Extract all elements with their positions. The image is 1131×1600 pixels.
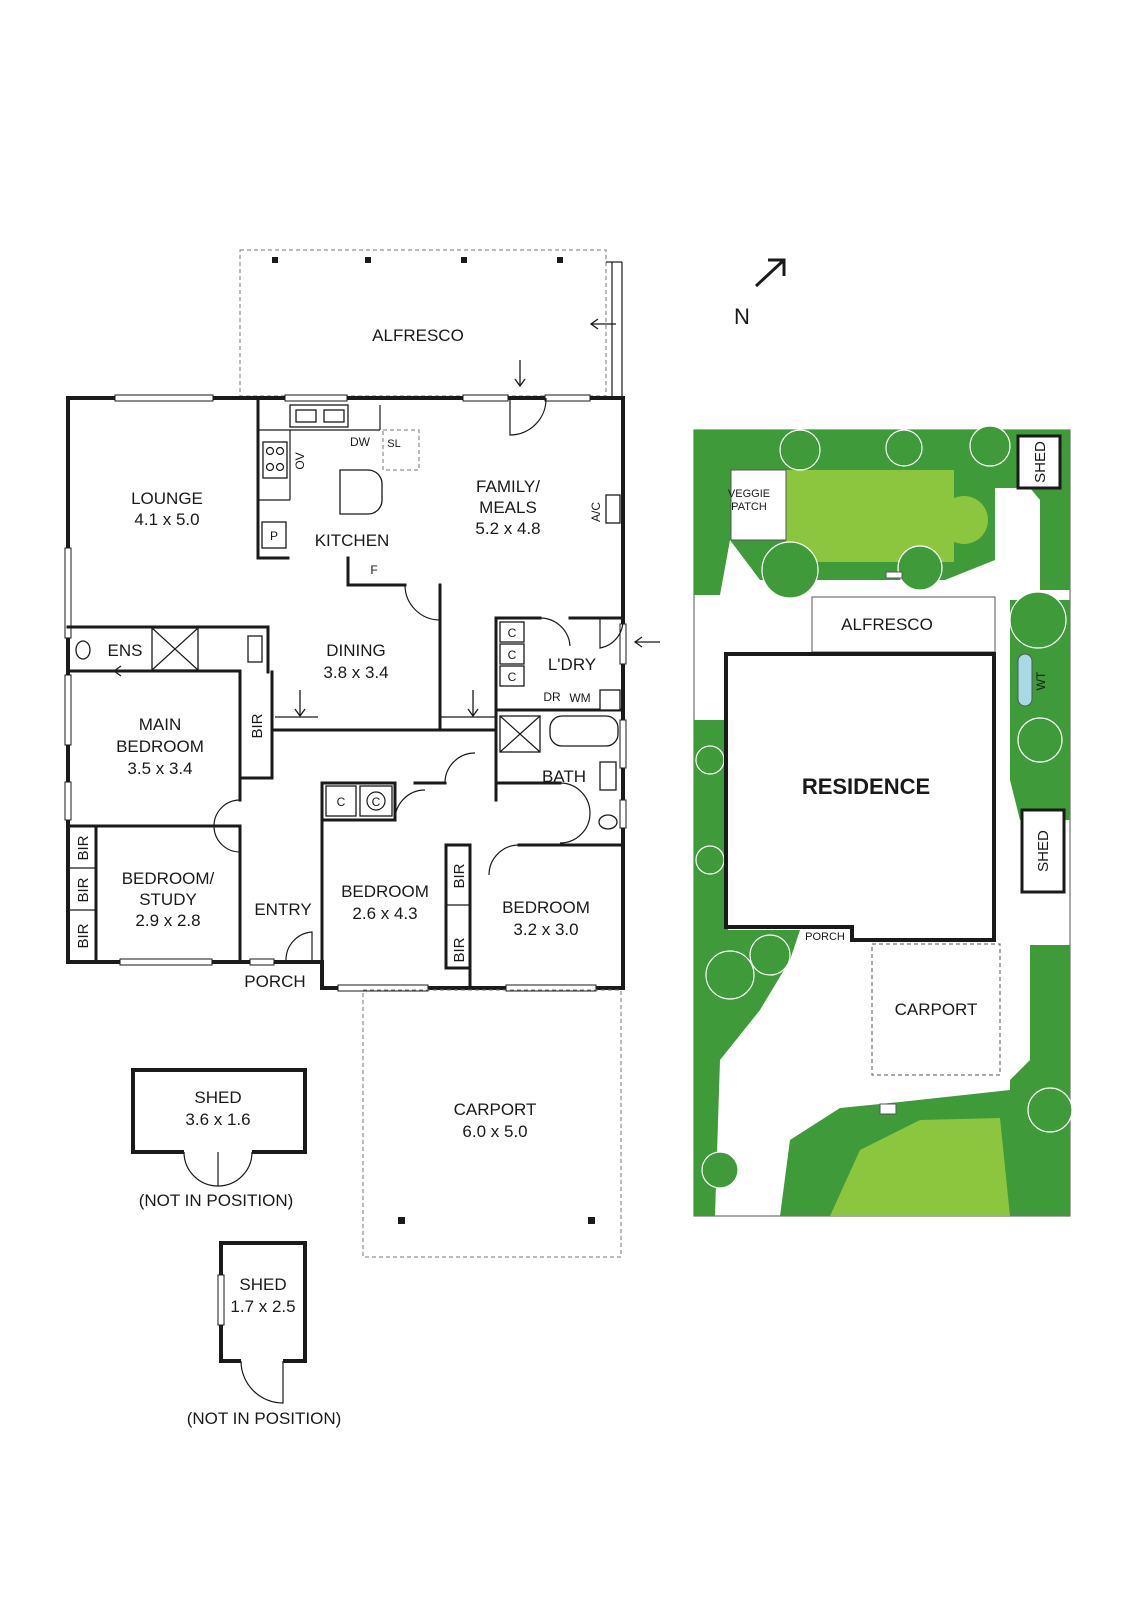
water-tank-label: WT [1034, 671, 1048, 690]
shed2-size: 1.7 x 2.5 [230, 1297, 295, 1316]
site-shed-side-label: SHED [1035, 830, 1052, 872]
shed1-size: 3.6 x 1.6 [185, 1110, 250, 1129]
patch-label: PATCH [731, 501, 767, 513]
ac-unit [605, 494, 621, 524]
porch-label: PORCH [244, 972, 305, 991]
bedroom-study-size: 2.9 x 2.8 [135, 911, 200, 930]
meals-label: MEALS [479, 498, 537, 517]
shed1-label: SHED [194, 1088, 241, 1107]
bathtub [549, 715, 619, 747]
vanity [599, 761, 617, 791]
pantry [261, 521, 287, 549]
dining-size: 3.8 x 3.4 [323, 663, 388, 682]
main-label: MAIN [139, 715, 182, 734]
dw-label: DW [350, 435, 371, 449]
pantry-label: P [270, 529, 278, 543]
arrow-icon [112, 665, 140, 677]
bir-label: BIR [75, 877, 92, 902]
dining-label: DINING [326, 641, 386, 660]
toilet-icon [598, 814, 618, 830]
washer-label: WM [569, 691, 590, 705]
bedroom3-size: 3.2 x 3.0 [513, 920, 578, 939]
bath-label: BATH [542, 767, 586, 786]
bedroom3-label: BEDROOM [502, 898, 590, 917]
bedroom-study-label: BEDROOM/ [122, 869, 215, 888]
vanity [247, 635, 263, 663]
cupboard-label: C [337, 795, 346, 809]
entry-label: ENTRY [254, 900, 311, 919]
bir-label: BIR [451, 863, 468, 888]
cupboard-label: C [508, 670, 517, 684]
residence-label: RESIDENCE [802, 774, 930, 799]
family-label: FAMILY/ [476, 477, 540, 496]
sl-label: SL [387, 438, 400, 450]
arrow-icon [294, 690, 306, 718]
cooktop [262, 441, 288, 479]
cupboard-label: C [508, 626, 517, 640]
carport-label: CARPORT [454, 1100, 537, 1119]
veggie-label: VEGGIE [728, 488, 770, 500]
arrow-icon [633, 636, 660, 648]
lounge-label: LOUNGE [131, 489, 203, 508]
toilet-icon [75, 640, 91, 660]
ov-label: OV [293, 452, 307, 469]
site-plan [693, 425, 1073, 1217]
arrow-icon [467, 690, 479, 718]
shed1-note: (NOT IN POSITION) [139, 1191, 294, 1210]
shed2-note: (NOT IN POSITION) [187, 1409, 342, 1428]
north-arrow-icon [754, 258, 786, 288]
site-carport-label: CARPORT [895, 1000, 978, 1019]
fridge-label: F [370, 563, 377, 577]
bedroom2-size: 2.6 x 4.3 [352, 904, 417, 923]
cupboard-label: C [372, 795, 381, 809]
bir-label: BIR [75, 835, 92, 860]
bir-label: BIR [249, 713, 266, 738]
bir-label: BIR [451, 937, 468, 962]
kitchen-label: KITCHEN [315, 531, 390, 550]
site-alfresco-label: ALFRESCO [841, 615, 933, 634]
ensuite-label: ENS [108, 641, 143, 660]
study-label: STUDY [139, 890, 197, 909]
lounge-size: 4.1 x 5.0 [134, 510, 199, 529]
dryer-label: DR [543, 690, 561, 704]
arrow-icon [514, 360, 526, 388]
kitchen-island [339, 469, 383, 515]
cupboard-label: C [508, 648, 517, 662]
carport-size: 6.0 x 5.0 [462, 1122, 527, 1141]
family-size: 5.2 x 4.8 [475, 519, 540, 538]
carport-area [362, 989, 622, 1258]
alfresco-area [239, 249, 607, 397]
site-porch-label: PORCH [805, 931, 845, 943]
bedroom2-label: BEDROOM [341, 882, 429, 901]
site-shed-top-label: SHED [1032, 441, 1049, 483]
alfresco-label: ALFRESCO [372, 326, 464, 345]
shed2-label: SHED [239, 1275, 286, 1294]
main-bedroom-label: BEDROOM [116, 737, 204, 756]
main-bedroom-size: 3.5 x 3.4 [127, 759, 192, 778]
ac-label: A/C [589, 502, 603, 522]
bir-label: BIR [75, 923, 92, 948]
north-label: N [734, 304, 750, 329]
laundry-label: L'DRY [548, 655, 596, 674]
arrow-icon [589, 318, 616, 330]
